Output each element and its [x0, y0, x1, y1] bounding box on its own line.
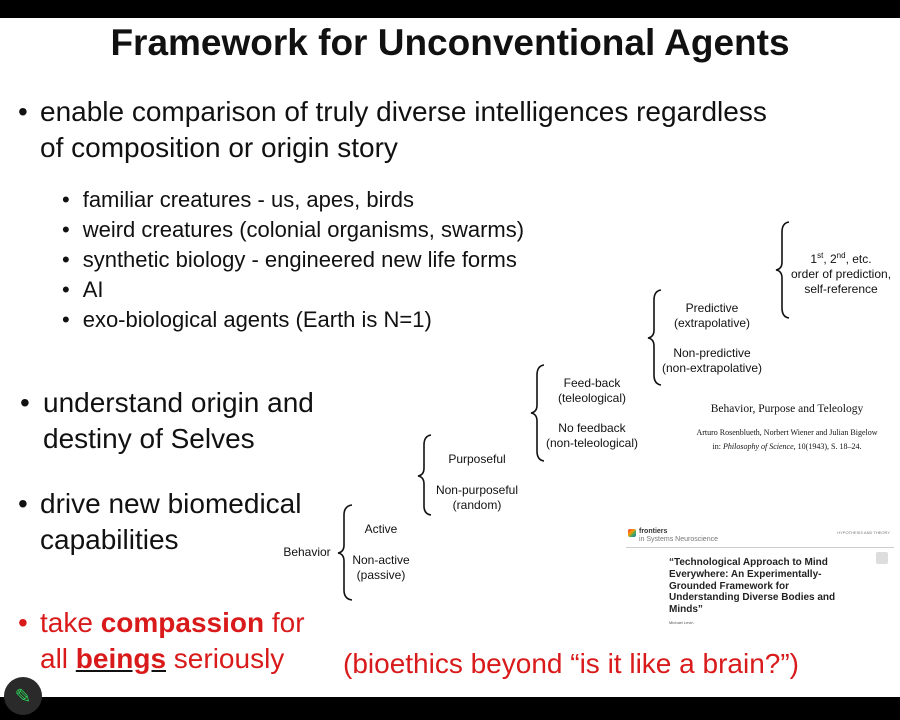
line: Non-active: [352, 553, 410, 567]
line: Non-predictive: [673, 346, 751, 360]
bullet-biomedical: drive new biomedical capabilities: [40, 486, 301, 558]
top-black-bar: [0, 0, 900, 18]
t: ,: [823, 252, 830, 266]
line: (extrapolative): [673, 316, 751, 330]
bullet-line: enable comparison of truly diverse intel…: [40, 96, 767, 127]
text: for: [264, 607, 305, 638]
t: , etc.: [845, 252, 872, 266]
label-order-prediction: 1st, 2nd, etc. order of prediction, self…: [791, 248, 891, 297]
label-non-active: Non-active(passive): [352, 553, 409, 583]
bullet-line: drive new biomedical: [40, 488, 302, 519]
t: 2: [829, 252, 837, 266]
pencil-icon[interactable]: ✎: [4, 677, 42, 715]
brace: [337, 504, 353, 601]
bullet-line: destiny of Selves: [43, 423, 255, 454]
line: (random): [452, 498, 502, 512]
paper-type: HYPOTHESIS AND THEORY: [837, 530, 890, 535]
bullet-dot: •: [18, 488, 28, 519]
line: (non-extrapolative): [661, 361, 763, 375]
bullet-dot: •: [18, 96, 28, 127]
bullet-dot: •: [18, 607, 28, 638]
frontiers-logo-icon: [628, 529, 636, 537]
line: Non-purposeful: [435, 483, 519, 497]
brace: [530, 364, 545, 462]
bullet-dot: •: [62, 277, 70, 302]
t: st: [817, 251, 824, 260]
sub-bullet: weird creatures (colonial organisms, swa…: [82, 217, 525, 242]
line: order of prediction,: [790, 267, 892, 281]
paper-journal: in Systems Neuroscience: [639, 536, 718, 543]
label-feedback: Feed-back(teleological): [558, 376, 626, 406]
sub-bullet: familiar creatures - us, apes, birds: [82, 187, 415, 212]
line: Predictive: [685, 301, 739, 315]
paper-title: “Technological Approach to Mind Everywhe…: [669, 557, 836, 616]
label-behavior: Behavior: [283, 545, 331, 559]
paper-author: Michael Levin: [669, 620, 694, 625]
label-predictive: Predictive(extrapolative): [674, 301, 750, 331]
sub-bullet: synthetic biology - engineered new life …: [82, 247, 517, 272]
divider: [626, 547, 894, 548]
line: (teleological): [557, 391, 627, 405]
line: Feed-back: [563, 376, 621, 390]
text: seriously: [166, 643, 285, 674]
brace: [775, 221, 790, 319]
text: take: [40, 607, 101, 638]
paper-thumbnail: frontiers in Systems Neuroscience HYPOTH…: [626, 528, 894, 630]
bullet-dot: •: [62, 307, 70, 332]
label-active: Active: [364, 522, 398, 536]
label-non-predictive: Non-predictive(non-extrapolative): [662, 346, 762, 376]
citation-authors: Arturo Rosenblueth, Norbert Wiener and J…: [696, 428, 878, 437]
label-purposeful: Purposeful: [448, 452, 506, 466]
bullet-selves: understand origin and destiny of Selves: [43, 385, 314, 457]
bioethics-note: (bioethics beyond “is it like a brain?”): [343, 648, 799, 679]
brace: [417, 434, 432, 516]
bullet-dot: •: [62, 217, 70, 242]
line: (passive): [356, 568, 406, 582]
brace: [647, 289, 662, 386]
t: Philosophy of Science: [723, 442, 794, 451]
sub-bullet-list: • familiar creatures - us, apes, birds • w…: [62, 185, 524, 335]
emphasis: beings: [75, 643, 167, 674]
t: , 10(1943), S. 18–24.: [793, 442, 862, 451]
emphasis: compassion: [100, 607, 265, 638]
paper-publisher: frontiers: [639, 528, 668, 535]
bullet-line: capabilities: [40, 524, 179, 555]
line: self-reference: [804, 282, 878, 296]
line: No feedback: [558, 421, 626, 435]
t: nd: [836, 251, 846, 260]
citation-ref: in: Philosophy of Science, 10(1943), S. …: [713, 442, 862, 451]
label-no-feedback: No feedback(non-teleological): [546, 421, 638, 451]
t: in:: [712, 442, 724, 451]
bullet-compassion: take compassion for all beings seriously: [40, 605, 305, 677]
bottom-black-bar: [0, 697, 900, 720]
bullet-dot: •: [62, 187, 70, 212]
label-non-purposeful: Non-purposeful(random): [436, 483, 518, 513]
check-updates-icon: [876, 552, 888, 564]
bullet-dot: •: [62, 247, 70, 272]
bullet-dot: •: [20, 387, 30, 418]
sub-bullet: AI: [82, 277, 104, 302]
text: all: [40, 643, 76, 674]
bullet-line: of composition or origin story: [40, 132, 398, 163]
t: 1: [810, 252, 818, 266]
slide-title: Framework for Unconventional Agents: [110, 22, 790, 63]
line: (non-teleological): [545, 436, 639, 450]
citation-title: Behavior, Purpose and Teleology: [710, 403, 864, 415]
sub-bullet: exo-biological agents (Earth is N=1): [82, 307, 432, 332]
bullet-comparison: enable comparison of truly diverse intel…: [40, 94, 767, 166]
bullet-line: understand origin and: [43, 387, 314, 418]
